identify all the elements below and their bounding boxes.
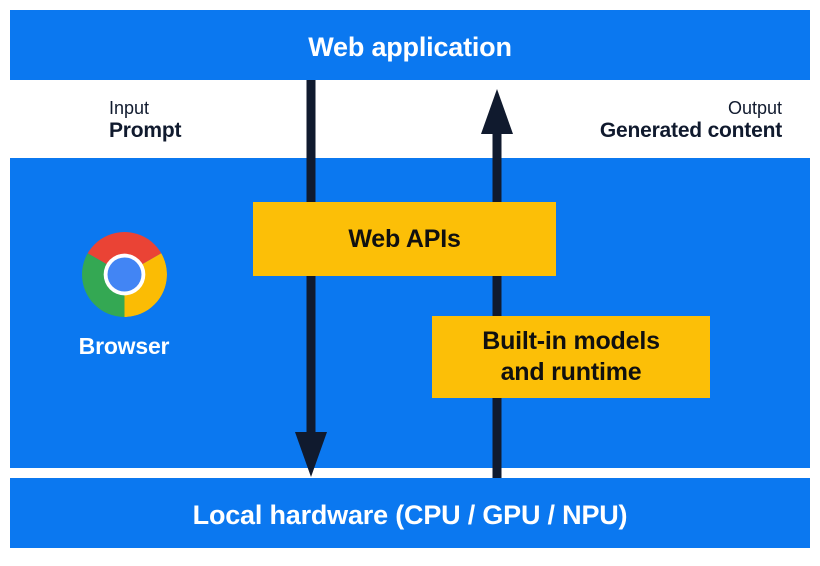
built-in-models-label: Built-in models and runtime xyxy=(482,326,660,388)
built-in-models-line-1: Built-in models xyxy=(482,327,660,355)
arrow-up-icon xyxy=(481,89,513,478)
local-hardware-label: Local hardware (CPU / GPU / NPU) xyxy=(192,500,628,530)
web-application-label: Web application xyxy=(308,32,512,62)
layer-web-application: Web application xyxy=(10,10,810,80)
browser-label: Browser xyxy=(78,333,170,359)
web-apis-label: Web APIs xyxy=(348,224,461,253)
input-value-label: Prompt xyxy=(109,119,182,143)
chrome-logo-icon xyxy=(81,232,167,317)
web-apis-box: Web APIs xyxy=(253,202,556,276)
browser-block: Browser xyxy=(54,232,194,360)
output-value-label: Generated content xyxy=(599,119,782,143)
input-kind-label: Input xyxy=(109,98,150,118)
layer-local-hardware: Local hardware (CPU / GPU / NPU) xyxy=(10,478,810,548)
built-in-models-line-2: and runtime xyxy=(500,358,642,386)
output-kind-label: Output xyxy=(727,98,782,118)
output-flow-label: Output Generated content xyxy=(600,98,782,144)
input-flow-label: Input Prompt xyxy=(109,98,182,144)
arrow-down-icon xyxy=(295,80,327,477)
built-in-models-box: Built-in models and runtime xyxy=(432,316,710,398)
